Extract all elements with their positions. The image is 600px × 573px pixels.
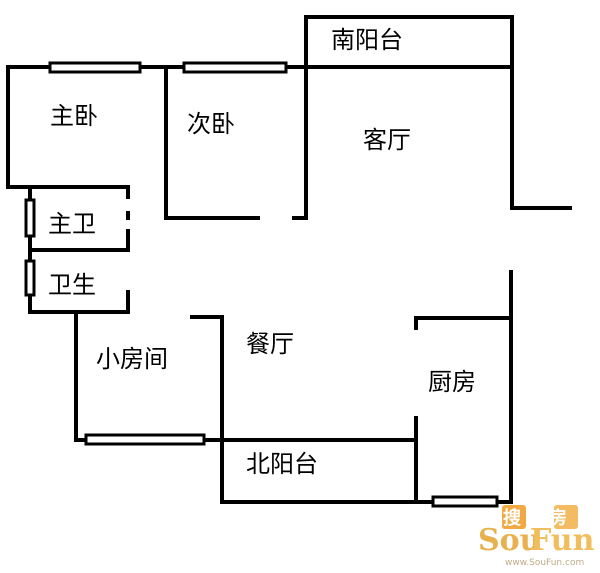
- wall-living-room-left: [304, 15, 572, 220]
- soufun-watermark-logo: 搜房 Sou Fun www.SouFun.com: [478, 505, 595, 568]
- watermark-box-1: [502, 505, 526, 529]
- wall-dining-left: [190, 315, 418, 504]
- label-second-bedroom: 次卧: [187, 110, 235, 138]
- label-master-bedroom: 主卧: [50, 102, 98, 130]
- window-bathroom: [24, 259, 36, 297]
- wall-bathroom-bottom: [28, 290, 130, 314]
- label-bathroom: 卫生: [48, 271, 96, 299]
- watermark-url: www.SouFun.com: [505, 558, 584, 568]
- label-north-balcony: 北阳台: [246, 450, 318, 478]
- label-kitchen: 厨房: [428, 368, 476, 396]
- label-dining-room: 餐厅: [246, 330, 294, 358]
- label-master-bath: 主卫: [48, 210, 96, 238]
- wall-bath-divider: [28, 229, 130, 252]
- watermark-sou: Sou: [478, 523, 542, 558]
- window-master-bedroom: [48, 61, 142, 74]
- window-small-room: [84, 433, 206, 446]
- label-living-room: 客厅: [363, 126, 411, 154]
- label-small-room: 小房间: [96, 345, 168, 373]
- window-kitchen: [431, 495, 499, 508]
- windows: [24, 61, 499, 508]
- label-south-balcony: 南阳台: [331, 26, 403, 54]
- room-labels: 南阳台 主卧 次卧 客厅 主卫 卫生 小房间 餐厅 厨房 北阳台: [48, 26, 476, 478]
- watermark-chinese: 搜房: [503, 507, 595, 529]
- wall-master-bath: [6, 185, 130, 199]
- watermark-fun: Fun: [530, 523, 595, 558]
- wall-kitchen: [414, 316, 513, 330]
- wall-second-bedroom-left: [164, 65, 260, 220]
- watermark-box-2: [554, 505, 578, 529]
- window-second-bedroom: [182, 61, 288, 74]
- wall-small-room: [74, 310, 224, 442]
- walls: [6, 15, 572, 504]
- window-master-bath: [24, 198, 36, 238]
